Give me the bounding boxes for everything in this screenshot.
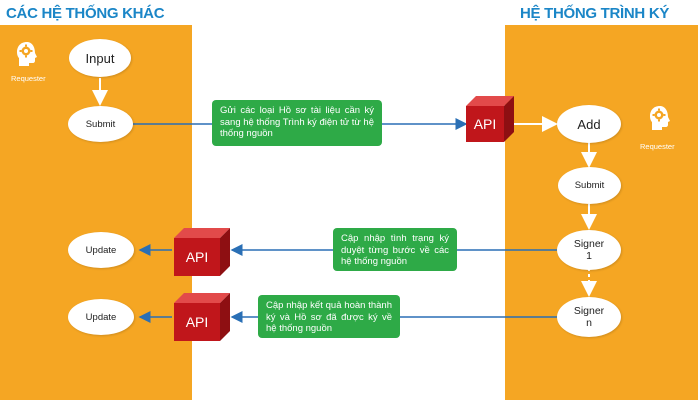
left-system-panel (0, 25, 192, 400)
api-label-bottom: API (185, 314, 209, 330)
requester-head-gear-icon (17, 42, 37, 66)
requester-head-gear-icon-right (650, 106, 670, 130)
left-requester-label: Requester (11, 74, 46, 83)
submit-node-right[interactable]: Submit (558, 167, 621, 204)
api-label-top: API (473, 116, 497, 132)
update-node-2[interactable]: Update (68, 299, 134, 335)
api-cube-icon-middle (174, 228, 230, 276)
right-system-panel (505, 25, 698, 400)
signer-1-node[interactable]: Signer 1 (557, 230, 621, 270)
input-node[interactable]: Input (69, 39, 131, 77)
api-label-middle: API (185, 249, 209, 265)
callout-send-documents: Gửi các loại Hồ sơ tài liệu cần ký sang … (212, 100, 382, 146)
submit-node-left[interactable]: Submit (68, 106, 133, 142)
api-cube-icon-bottom (174, 293, 230, 341)
callout-update-result: Cập nhập kết quả hoàn thành ký và Hồ sơ … (258, 295, 400, 338)
update-node-1[interactable]: Update (68, 232, 134, 268)
right-requester-label: Requester (640, 142, 675, 151)
callout-update-status: Cập nhập tình trạng ký duyệt từng bước v… (333, 228, 457, 271)
add-node[interactable]: Add (557, 105, 621, 143)
left-system-title: CÁC HỆ THỐNG KHÁC (6, 5, 165, 22)
right-system-title: HỆ THỐNG TRÌNH KÝ (520, 5, 670, 22)
api-cube-icon-top (466, 96, 514, 142)
signer-n-node[interactable]: Signer n (557, 297, 621, 337)
